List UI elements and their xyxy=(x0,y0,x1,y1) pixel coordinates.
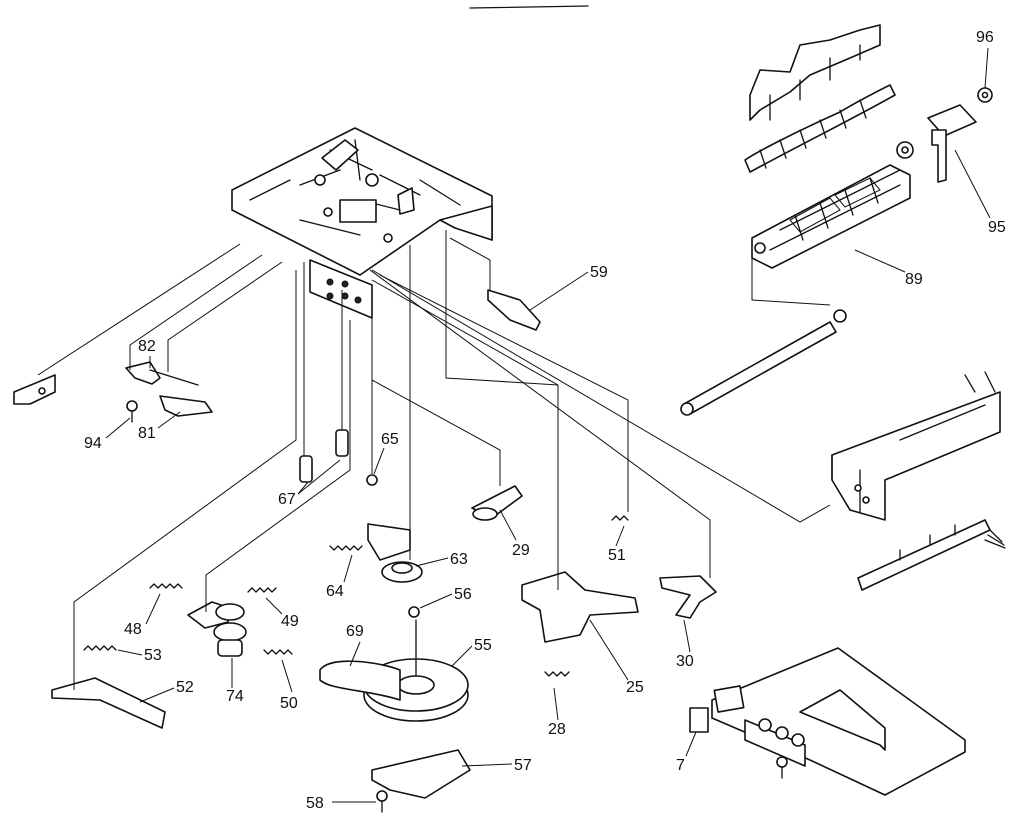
callout-51: 51 xyxy=(608,547,626,564)
base-57 xyxy=(371,749,471,799)
bracket-25 xyxy=(521,571,639,643)
belt-69 xyxy=(319,660,401,701)
callout-82: 82 xyxy=(138,338,156,355)
slide-rail xyxy=(857,519,1006,591)
callout-55: 55 xyxy=(474,637,492,654)
knob-95 xyxy=(896,104,977,183)
main-chassis xyxy=(231,127,493,319)
callout-63: 63 xyxy=(450,551,468,568)
long-shaft xyxy=(680,309,847,416)
washer-56 xyxy=(408,606,420,618)
callout-53: 53 xyxy=(144,647,162,664)
screw-58 xyxy=(376,790,388,813)
side-frame xyxy=(831,371,1001,521)
assembly-guide-lines xyxy=(37,230,831,690)
callout-28: 28 xyxy=(548,721,566,738)
callout-29: 29 xyxy=(512,542,530,559)
top-rule xyxy=(469,5,589,9)
callout-56: 56 xyxy=(454,586,472,603)
callout-67: 67 xyxy=(278,491,296,508)
callout-69: 69 xyxy=(346,623,364,640)
callout-89: 89 xyxy=(905,271,923,288)
callout-48: 48 xyxy=(124,621,142,638)
keyboard-block xyxy=(751,164,911,269)
plate-7 xyxy=(689,707,709,733)
callout-94: 94 xyxy=(84,435,102,452)
upper-bracket xyxy=(749,24,881,121)
callout-65: 65 xyxy=(381,431,399,448)
lever-81 xyxy=(159,395,213,417)
callout-81: 81 xyxy=(138,425,156,442)
callout-64: 64 xyxy=(326,583,344,600)
plate-52 xyxy=(51,677,166,729)
callout-57: 57 xyxy=(514,757,532,774)
washer-96 xyxy=(977,87,993,103)
callout-25: 25 xyxy=(626,679,644,696)
callout-49: 49 xyxy=(281,613,299,630)
callout-96: 96 xyxy=(976,29,994,46)
callout-59: 59 xyxy=(590,264,608,281)
callout-labels: 96 95 89 59 82 94 81 65 67 29 51 63 64 5… xyxy=(84,29,1006,812)
arm-63 xyxy=(367,523,423,583)
callout-7: 7 xyxy=(676,757,685,774)
lever-29 xyxy=(471,485,523,521)
spring-comb xyxy=(744,84,896,173)
callout-74: 74 xyxy=(226,688,244,705)
lever-82 xyxy=(125,361,199,386)
rail-59 xyxy=(487,289,541,331)
gear-74 xyxy=(187,601,247,657)
callout-50: 50 xyxy=(280,695,298,712)
screw-board xyxy=(776,756,788,779)
callout-30: 30 xyxy=(676,653,694,670)
bracket-left xyxy=(13,374,56,405)
springs xyxy=(83,515,629,677)
pins-67 xyxy=(299,429,349,483)
washer-65 xyxy=(366,474,378,486)
callout-52: 52 xyxy=(176,679,194,696)
circuit-board xyxy=(711,647,966,796)
screw-94 xyxy=(126,400,138,423)
callout-58: 58 xyxy=(306,795,324,812)
callout-95: 95 xyxy=(988,219,1006,236)
bracket-30 xyxy=(659,575,717,619)
